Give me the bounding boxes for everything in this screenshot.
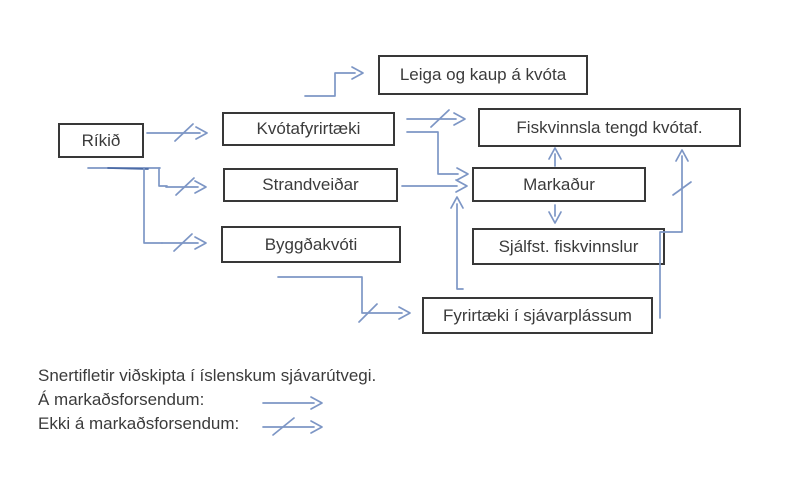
node-fyrirtaeki-sjavarplassum: Fyrirtæki í sjávarplássum bbox=[422, 297, 653, 334]
node-fiskvinnsla-tengd-label: Fiskvinnsla tengd kvótaf. bbox=[516, 117, 703, 137]
arrow-kvota-to-fiskvinnsla bbox=[406, 109, 466, 128]
legend-market-label: Á markaðsforsendum: bbox=[38, 390, 205, 409]
node-kvotafyrirtaeki: Kvótafyrirtæki bbox=[222, 112, 395, 146]
node-leiga-og-kaup: Leiga og kaup á kvóta bbox=[378, 55, 588, 95]
legend-non-market-label: Ekki á markaðsforsendum: bbox=[38, 414, 240, 433]
arrow-rikid-to-strandveidar bbox=[87, 167, 207, 196]
node-sjalfst-fiskvinnslur-label: Sjálfst. fiskvinnslur bbox=[498, 236, 639, 256]
node-markadur: Markaður bbox=[472, 167, 646, 202]
node-leiga-og-kaup-label: Leiga og kaup á kvóta bbox=[399, 65, 567, 84]
arrow-byggda-to-fyrirtaeki bbox=[277, 276, 411, 323]
legend-title: Snertifletir viðskipta í íslenskum sjáva… bbox=[38, 366, 377, 385]
node-strandveidar-label: Strandveiðar bbox=[262, 175, 359, 194]
node-fiskvinnsla-tengd: Fiskvinnsla tengd kvótaf. bbox=[478, 108, 741, 147]
arrow-rikid-to-kvotafyrirtaeki bbox=[146, 123, 208, 142]
node-byggdakvoti-label: Byggðakvóti bbox=[264, 234, 358, 254]
arrow-strand-to-markadur bbox=[401, 179, 468, 193]
arrow-fyrirtaeki-to-markadur bbox=[450, 196, 464, 290]
arrow-kvota-to-markadur bbox=[406, 131, 469, 181]
legend: Snertifletir viðskipta í íslenskum sjáva… bbox=[38, 364, 376, 436]
node-rikid-label: Ríkið bbox=[81, 130, 121, 150]
node-strandveidar: Strandveiðar bbox=[223, 168, 398, 202]
arrow-markadur-to-sjalfst bbox=[548, 204, 562, 224]
node-markadur-label: Markaður bbox=[523, 174, 595, 194]
node-rikid: Ríkið bbox=[58, 123, 144, 158]
node-kvotafyrirtaeki-label: Kvótafyrirtæki bbox=[256, 119, 361, 138]
arrow-rikid-to-byggdakvoti bbox=[143, 167, 207, 252]
node-byggdakvoti: Byggðakvóti bbox=[221, 226, 401, 263]
arrow-kvota-to-leiga bbox=[304, 66, 364, 97]
arrow-markadur-to-fiskvinnsla bbox=[548, 147, 562, 167]
node-sjalfst-fiskvinnslur: Sjálfst. fiskvinnslur bbox=[472, 228, 665, 265]
node-fyrirtaeki-sjavarplassum-label: Fyrirtæki í sjávarplássum bbox=[443, 305, 632, 325]
